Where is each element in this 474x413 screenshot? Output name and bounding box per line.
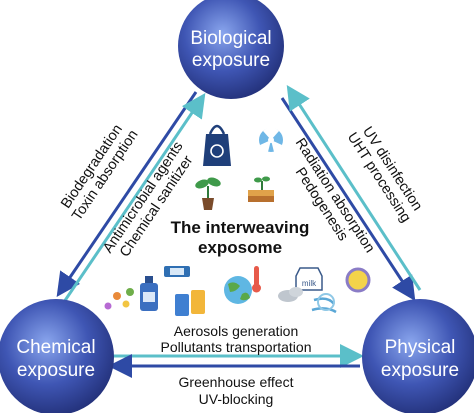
center-title-line2: exposome <box>198 238 282 257</box>
node-biological: Biological exposure <box>178 0 284 99</box>
label-pollutants-transportation: Pollutants transportation <box>161 339 312 355</box>
node-physical-line2: exposure <box>381 360 459 381</box>
node-chemical-line1: Chemical <box>16 337 95 358</box>
arrow-phys-to-bio <box>286 84 422 291</box>
germ-icon <box>104 288 134 310</box>
arrow-bio-to-phys <box>280 97 416 302</box>
center-title-line1: The interweaving <box>171 218 310 237</box>
label-greenhouse-effect: Greenhouse effect <box>179 374 294 390</box>
milk-carton-icon: milk <box>295 267 323 291</box>
sunscreen-icon <box>175 290 205 316</box>
node-biological-line2: exposure <box>192 50 270 71</box>
node-physical-line1: Physical <box>385 337 456 358</box>
thermometer-icon <box>252 266 261 293</box>
node-physical: Physical exposure <box>362 299 474 413</box>
milk-carton-label: milk <box>302 279 317 288</box>
recycle-bag-icon <box>203 124 231 166</box>
sanitizer-bottle-icon <box>140 276 158 311</box>
node-chemical: Chemical exposure <box>0 299 114 413</box>
plant-icon <box>195 177 221 210</box>
radiation-icon <box>259 127 283 152</box>
arrow-bio-to-chem <box>56 91 198 297</box>
earth-icon <box>224 276 252 304</box>
label-aerosols-generation: Aerosols generation <box>174 323 299 339</box>
sun-icon <box>345 267 371 293</box>
arrow-chem-to-bio <box>62 93 206 303</box>
cloud-icon <box>278 287 303 302</box>
node-chemical-line2: exposure <box>17 360 95 381</box>
packaging-icon <box>164 266 190 277</box>
label-uv-blocking: UV-blocking <box>199 391 274 407</box>
node-biological-line1: Biological <box>190 28 271 49</box>
wind-icon <box>311 293 337 314</box>
soil-sprout-icon <box>248 176 274 202</box>
